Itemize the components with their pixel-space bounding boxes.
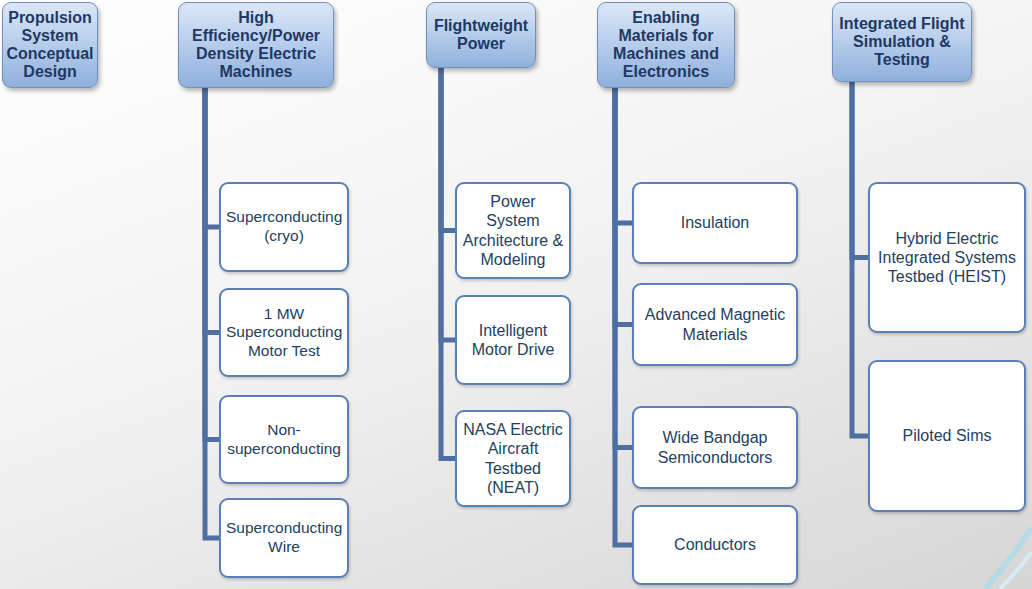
- box-text: Advanced Magnetic Materials: [639, 305, 791, 343]
- wing-swoosh: [985, 528, 1032, 589]
- topic-box: Intelligent Motor Drive: [455, 295, 571, 385]
- topic-box: 1 MW Superconducting Motor Test: [219, 288, 349, 377]
- topic-box: Wide Bandgap Semiconductors: [632, 406, 798, 489]
- box-text: Piloted Sims: [875, 426, 1019, 445]
- tree-connector: [205, 87, 220, 538]
- tree-connector: [615, 87, 633, 545]
- box-text: Intelligent Motor Drive: [462, 321, 564, 359]
- topic-box: Insulation: [632, 182, 798, 264]
- header-text: Flightweight Power: [430, 17, 532, 53]
- box-text: 1 MW Superconducting Motor Test: [226, 305, 342, 361]
- box-text: Superconducting (cryo): [226, 208, 342, 245]
- category-header: Propulsion System Conceptual Design: [2, 2, 98, 88]
- category-header: Integrated Flight Simulation & Testing: [832, 2, 972, 82]
- topic-box: Advanced Magnetic Materials: [632, 283, 798, 366]
- box-text: Hybrid Electric Integrated Systems Testb…: [875, 229, 1019, 287]
- header-text: Propulsion System Conceptual Design: [6, 9, 94, 81]
- category-header: Enabling Materials for Machines and Elec…: [597, 2, 735, 88]
- header-text: Integrated Flight Simulation & Testing: [836, 15, 968, 69]
- topic-box: Non-superconducting: [219, 395, 349, 484]
- topic-box: Superconducting (cryo): [219, 182, 349, 272]
- box-text: Insulation: [639, 213, 791, 232]
- header-text: High Efficiency/Power Density Electric M…: [182, 9, 330, 81]
- category-header: Flightweight Power: [426, 2, 536, 68]
- topic-box: Superconducting Wire: [219, 498, 349, 578]
- box-text: Superconducting Wire: [226, 519, 342, 556]
- box-text: Wide Bandgap Semiconductors: [639, 428, 791, 466]
- box-text: Power System Architecture & Modeling: [462, 192, 564, 269]
- tree-connector: [615, 87, 633, 448]
- tree-connector: [615, 87, 633, 325]
- topic-box: Hybrid Electric Integrated Systems Testb…: [868, 182, 1026, 333]
- tree-connector: [852, 81, 869, 258]
- tree-connector: [441, 67, 456, 459]
- tree-connector: [852, 81, 869, 436]
- box-text: Non-superconducting: [226, 421, 342, 458]
- wing-swoosh: [1000, 552, 1032, 589]
- category-header: High Efficiency/Power Density Electric M…: [178, 2, 334, 88]
- topic-box: Conductors: [632, 505, 798, 585]
- box-text: Conductors: [639, 535, 791, 554]
- header-text: Enabling Materials for Machines and Elec…: [601, 9, 731, 81]
- topic-box: Power System Architecture & Modeling: [455, 182, 571, 279]
- box-text: NASA Electric Aircraft Testbed (NEAT): [462, 420, 564, 497]
- topic-box: NASA Electric Aircraft Testbed (NEAT): [455, 410, 571, 507]
- tree-connector: [615, 87, 633, 223]
- topic-box: Piloted Sims: [868, 360, 1026, 512]
